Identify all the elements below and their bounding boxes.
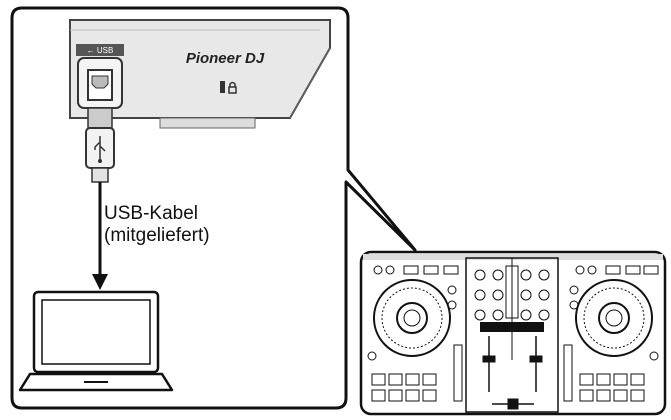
usb-cable-plug	[85, 107, 115, 183]
usb-symbol-icon	[94, 136, 106, 163]
usb-port-label: ← USB	[87, 46, 114, 55]
cable-label: USB-Kabel (mitgeliefert)	[104, 203, 210, 247]
dj-controller-icon	[359, 250, 667, 416]
cable-arrowhead	[92, 274, 108, 290]
brand-logo: Pioneer DJ	[186, 50, 265, 67]
kensington-lock-icon	[220, 81, 237, 94]
usb-port-icon	[77, 57, 123, 109]
laptop-icon	[18, 290, 174, 392]
cable-label-line2: (mitgeliefert)	[104, 225, 210, 246]
cable-label-line1: USB-Kabel	[104, 203, 198, 224]
